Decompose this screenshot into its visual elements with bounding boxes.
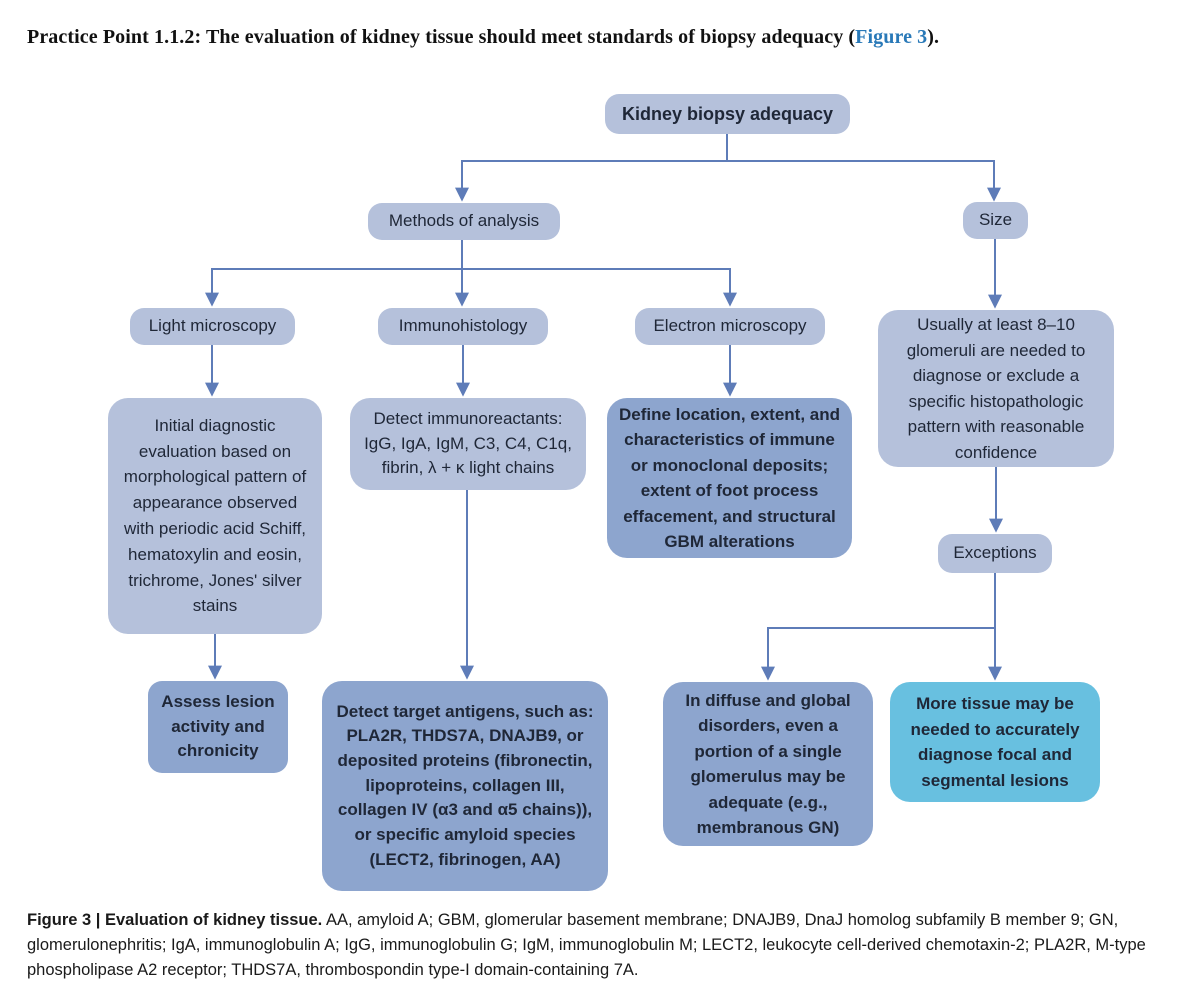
node-label: Define location, extent, and characteris… [618, 404, 841, 552]
node-detect-target-antigens: Detect target antigens, such as: PLA2R, … [322, 681, 608, 891]
node-immunohistology-detail: Detect immunoreactants: IgG, IgA, IgM, C… [350, 398, 586, 490]
node-label: Methods of analysis [388, 211, 540, 231]
node-light-microscopy-detail: Initial diagnostic evaluation based on m… [108, 398, 322, 634]
node-immunohistology: Immunohistology [378, 308, 548, 345]
figure-caption: Figure 3 | Evaluation of kidney tissue. … [27, 908, 1182, 983]
node-label: Usually at least 8–10 glomeruli are need… [906, 315, 1086, 462]
node-label: In diffuse and global disorders, even a … [685, 690, 851, 838]
node-label: Exceptions [953, 543, 1037, 563]
node-kidney-biopsy-adequacy: Kidney biopsy adequacy [605, 94, 850, 134]
node-more-tissue: More tissue may be needed to accurately … [890, 682, 1100, 802]
practice-point-heading: Practice Point 1.1.2: The evaluation of … [27, 26, 1177, 49]
node-label: Electron microscopy [653, 316, 807, 336]
node-electron-microscopy-detail: Define location, extent, and characteris… [607, 398, 852, 558]
figure-caption-text: AA, amyloid A; GBM, glomerular basement … [27, 911, 1146, 979]
node-assess-lesion: Assess lesion activity and chronicity [148, 681, 288, 773]
node-label: More tissue may be needed to accurately … [910, 694, 1080, 790]
node-diffuse-global-disorders: In diffuse and global disorders, even a … [663, 682, 873, 846]
node-electron-microscopy: Electron microscopy [635, 308, 825, 345]
node-methods-of-analysis: Methods of analysis [368, 203, 560, 240]
figure-3-link[interactable]: Figure 3 [855, 26, 928, 48]
node-label: Detect target antigens, such as: PLA2R, … [336, 701, 594, 869]
node-light-microscopy: Light microscopy [130, 308, 295, 345]
node-size-detail: Usually at least 8–10 glomeruli are need… [878, 310, 1114, 467]
node-label: Detect immunoreactants: IgG, IgA, IgM, C… [364, 409, 572, 478]
node-label: Size [978, 210, 1013, 230]
heading-suffix: ). [927, 26, 940, 48]
node-label: Assess lesion activity and chronicity [161, 692, 275, 761]
node-label: Kidney biopsy adequacy [621, 103, 834, 124]
heading-text: Practice Point 1.1.2: The evaluation of … [27, 26, 856, 48]
node-label: Immunohistology [398, 316, 528, 336]
node-exceptions: Exceptions [938, 534, 1052, 573]
node-size: Size [963, 202, 1028, 239]
figure-caption-title: Figure 3 | Evaluation of kidney tissue. [27, 911, 323, 929]
node-label: Light microscopy [148, 316, 277, 336]
node-label: Initial diagnostic evaluation based on m… [123, 415, 307, 616]
